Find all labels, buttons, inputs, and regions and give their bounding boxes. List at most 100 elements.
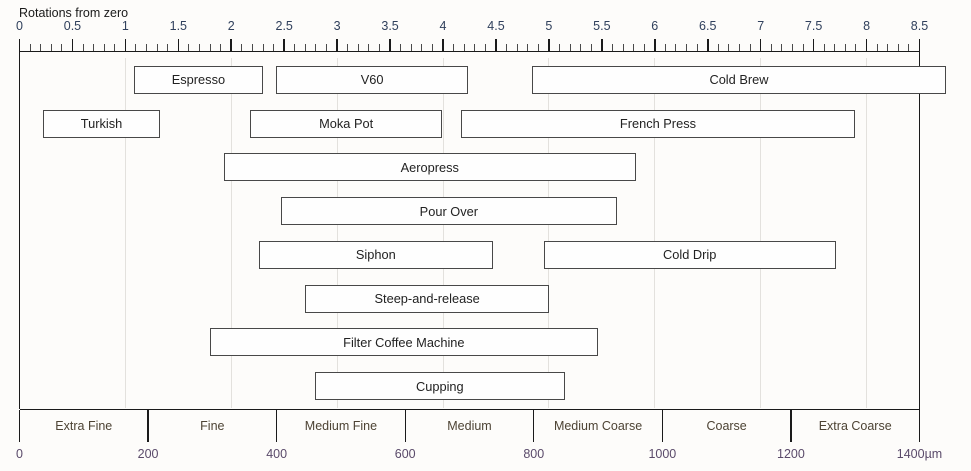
tick-minor [103,43,105,51]
category-separator [661,409,664,442]
tick-minor [686,43,688,51]
tick-minor [739,43,740,51]
category-extra-fine: Extra Fine [55,418,113,433]
tick-minor [855,43,857,51]
category-fine: Fine [200,418,225,433]
tick-minor [146,43,148,51]
bottom-tick-label: 1400µm [896,446,943,461]
tick-major [336,38,338,51]
tick-minor [781,43,783,51]
tick-minor [410,43,412,51]
tick-minor [506,43,508,51]
tick-minor [135,43,137,51]
tick-minor [453,43,455,51]
bar-filter-coffee-machine[interactable]: Filter Coffee Machine [210,328,598,357]
bottom-tick-label: 1200 [777,446,805,461]
gridline [336,58,338,408]
tick-minor [273,43,275,51]
top-tick-label: 2.5 [275,18,293,33]
tick-minor [262,43,264,51]
tick-major [706,38,709,51]
tick-minor [802,43,804,51]
top-tick-label: 0 [16,18,23,33]
bottom-tick-label: 800 [523,446,545,461]
tick-minor [664,43,666,51]
tick-minor [643,43,645,51]
category-medium-fine: Medium Fine [304,418,378,433]
tick-minor [611,43,613,51]
gridline [548,58,550,408]
tick-minor [887,43,889,51]
tick-minor [326,43,328,51]
category-separator [790,409,792,442]
tick-minor [834,43,836,51]
bar-turkish[interactable]: Turkish [42,109,161,138]
tick-minor [749,43,751,51]
tick-minor [559,43,560,51]
bottom-tick-label: 200 [137,446,159,461]
bar-steep-and-release[interactable]: Steep-and-release [305,284,549,313]
tick-minor [220,43,222,51]
bar-french-press[interactable]: French Press [461,109,855,138]
tick-minor [50,43,52,51]
bar-espresso[interactable]: Espresso [133,65,264,94]
tick-minor [40,43,42,51]
tick-minor [199,43,200,51]
bottom-tick-label: 1000 [648,446,677,461]
top-tick-label: 1.5 [169,18,188,33]
category-separator [533,409,535,442]
tick-minor [876,43,878,51]
gridline [124,58,126,408]
top-tick-label: 4 [439,18,447,33]
tick-minor [379,43,380,51]
bottom-tick-label: 400 [266,446,288,461]
tick-minor [590,43,592,51]
tick-minor [156,43,158,51]
tick-minor [400,43,402,51]
top-axis-title: Rotations from zero [19,6,129,20]
category-medium: Medium [447,418,492,433]
tick-major [495,38,497,51]
top-tick-label: 5.5 [593,18,611,33]
plot-left-border [18,38,21,409]
bar-v60[interactable]: V60 [275,65,469,94]
gridline [760,58,762,408]
tick-minor [527,43,529,51]
gridline [230,58,232,408]
tick-minor [241,43,243,51]
tick-major [653,38,656,51]
tick-minor [82,43,84,51]
top-tick-label: 6 [651,18,659,33]
tick-minor [908,43,910,51]
category-separator [275,409,278,442]
tick-minor [304,43,306,51]
tick-minor [93,43,95,51]
tick-minor [897,43,899,51]
tick-minor [569,43,571,51]
tick-minor [770,43,772,51]
tick-minor [823,43,825,51]
tick-minor [728,43,730,51]
tick-minor [209,43,211,51]
tick-minor [347,43,349,51]
bar-siphon[interactable]: Siphon [258,240,493,269]
gridline [442,58,444,408]
tick-minor [474,43,476,51]
tick-minor [431,43,433,51]
bar-moka-pot[interactable]: Moka Pot [250,109,442,138]
tick-minor [717,43,719,51]
bar-pour-over[interactable]: Pour Over [281,197,617,226]
tick-minor [622,43,624,51]
tick-minor [537,43,539,51]
bar-aeropress[interactable]: Aeropress [223,153,636,182]
tick-minor [188,43,190,51]
bar-cupping[interactable]: Cupping [314,372,565,401]
tick-major [548,38,550,51]
bar-cold-brew[interactable]: Cold Brew [531,65,946,94]
tick-minor [633,43,635,51]
bar-cold-drip[interactable]: Cold Drip [543,240,836,269]
tick-minor [368,43,370,51]
category-medium-coarse: Medium Coarse [553,418,643,433]
bottom-tick-label: 0 [16,446,23,461]
tick-minor [463,43,465,51]
